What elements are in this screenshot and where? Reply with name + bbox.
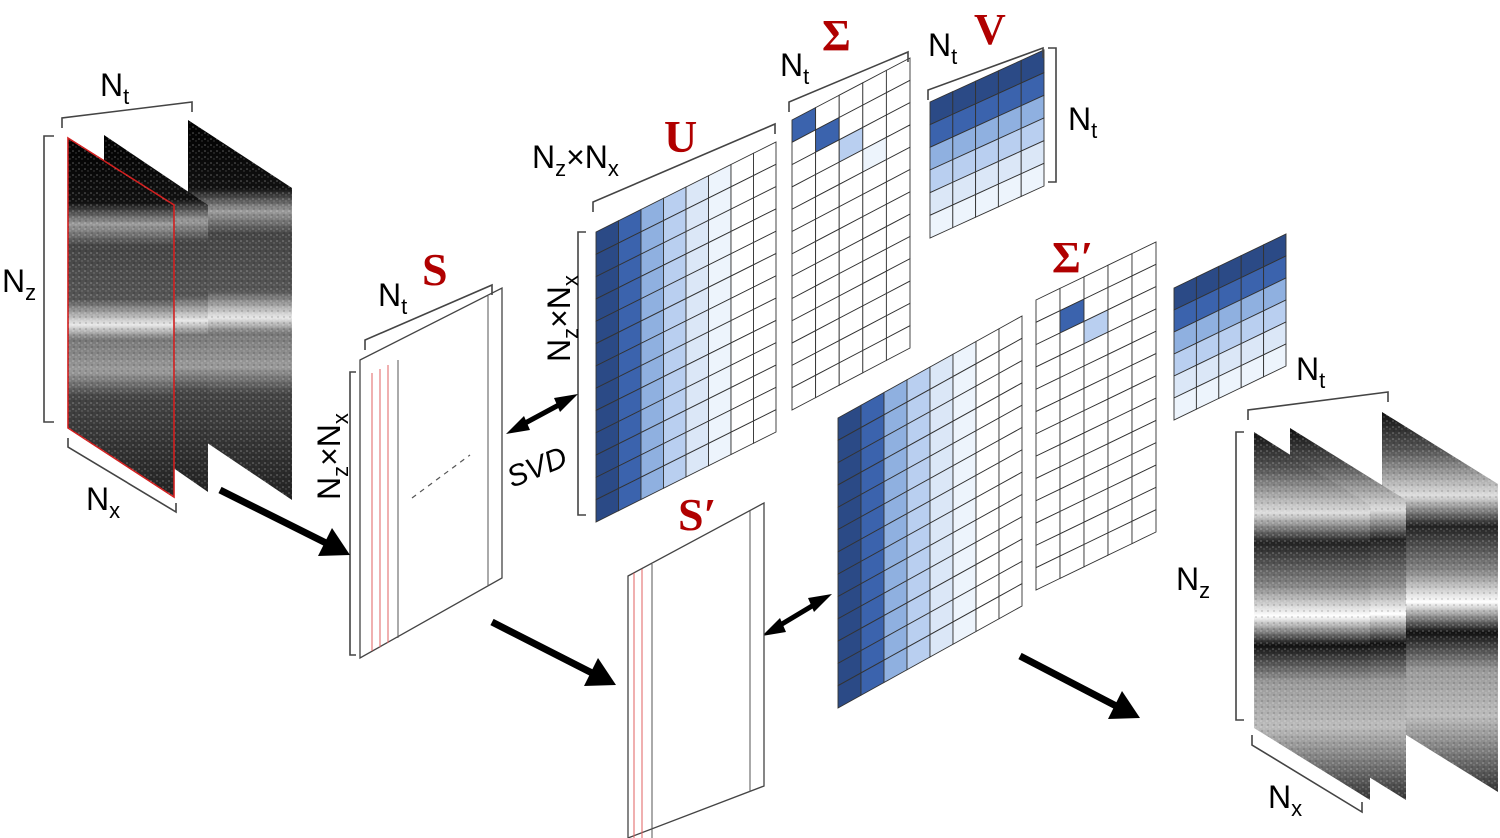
sigma-matrix [791, 57, 911, 411]
nzx-bracket-u-left [577, 231, 586, 516]
arrow-right-icon [490, 618, 616, 686]
output-frame-3 [1382, 412, 1498, 792]
double-arrow-icon [506, 394, 578, 434]
arrow-right-icon [218, 486, 350, 556]
svd-label: SVD [502, 441, 572, 495]
u-matrix-title: U [664, 111, 697, 162]
nt-bracket-sigma [788, 50, 909, 112]
arrow-right-icon [1018, 652, 1140, 719]
double-arrow-icon [762, 594, 832, 636]
matrix-cell [753, 408, 777, 444]
nzx-bracket-u-top [592, 122, 776, 212]
nx-label-input: Nx [86, 481, 120, 523]
nz-label-output: Nz [1176, 561, 1210, 603]
nzx-label-s: Nz×Nx [311, 413, 353, 500]
nx-bracket-input [67, 438, 177, 514]
sigma-prime-title: Σ′ [1052, 233, 1093, 282]
nzx-label-u-top: Nz×Nx [532, 139, 619, 181]
nzx-bracket-s [349, 371, 356, 656]
nt-bracket-s [364, 283, 493, 350]
nt-bracket-v-top [927, 46, 1044, 100]
nx-label-output: Nx [1268, 779, 1302, 821]
input-frame-1 [67, 136, 175, 499]
s-matrix-title: S [422, 244, 448, 295]
v-matrix-title: V [974, 5, 1006, 54]
input-frame-3 [188, 120, 292, 500]
v-matrix [929, 49, 1045, 239]
nt-label-output: Nt [1296, 351, 1325, 393]
matrix-cell [1131, 508, 1157, 545]
nz-label-input: Nz [2, 263, 36, 305]
nt-bracket-input [61, 101, 193, 128]
nt-bracket-v-right [1048, 47, 1057, 183]
nt-label-v-right: Nt [1068, 101, 1097, 143]
nx-bracket-output [1251, 735, 1363, 814]
nz-bracket-output [1235, 431, 1244, 721]
matrix-cell [1020, 162, 1045, 198]
matrix-cell [998, 582, 1023, 620]
nt-label-input: Nt [100, 67, 129, 109]
nt-label-s: Nt [378, 277, 407, 319]
s-prime-matrix-title: S′ [678, 489, 717, 540]
nt-bracket-output [1247, 391, 1389, 420]
casorati-matrix-s [359, 286, 503, 660]
output-frame-1 [1254, 432, 1370, 800]
sigma-matrix-title: Σ [822, 11, 851, 60]
sigma-filtered-matrix [1035, 241, 1157, 591]
input-frame-stack [67, 120, 292, 500]
u-filtered-matrix [837, 315, 1023, 709]
nzx-label-u-left: Nz×Nx [541, 275, 583, 362]
u-matrix [595, 141, 777, 523]
matrix-cell [885, 324, 911, 362]
output-frame-stack [1254, 412, 1498, 800]
filtered-casorati-matrix-s-prime [627, 501, 765, 838]
nt-label-sigma: Nt [780, 47, 809, 89]
nz-bracket-input [43, 135, 54, 423]
matrix-cell [1263, 343, 1287, 378]
nt-label-v-top: Nt [928, 27, 957, 69]
v-filtered-matrix [1173, 233, 1287, 421]
